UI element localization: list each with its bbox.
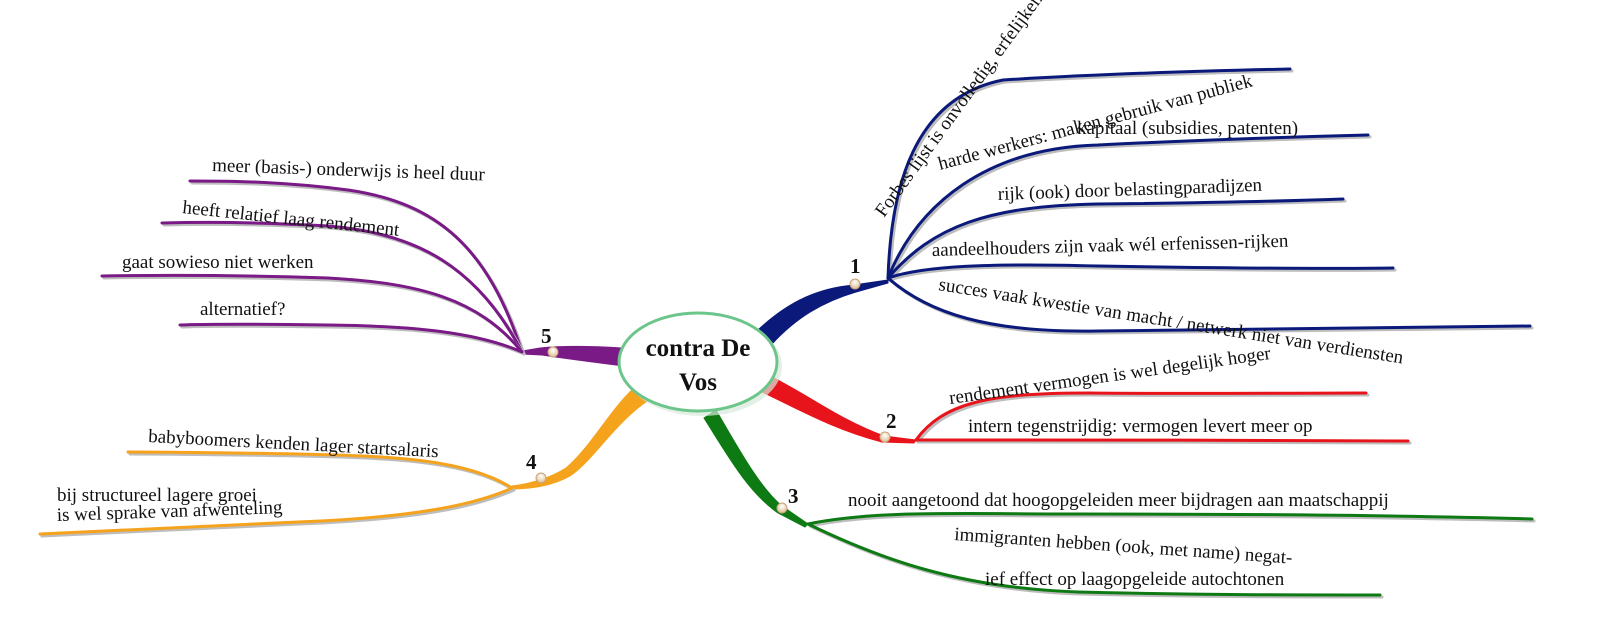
branch-3-sub-lines	[806, 511, 1536, 599]
central-topic-line-2: Vos	[679, 369, 717, 396]
branch-4-knob[interactable]	[535, 472, 547, 484]
branch-5-sub-lines	[100, 179, 526, 356]
branch-5: 5 meer (basis-) onderwijs is heel duur h…	[100, 155, 625, 367]
branch-2: 2 rendement vermogen is wel degelijk hog…	[761, 343, 1412, 445]
branch-5-item-4: alternatief?	[200, 299, 285, 320]
branch-5-trunk	[521, 346, 625, 367]
branch-3-item-2: immigranten hebben (ook, met name) negat…	[954, 524, 1293, 569]
branch-3-trunk	[703, 409, 809, 528]
branch-5-number: 5	[541, 324, 552, 348]
central-topic-bubble[interactable]	[617, 311, 779, 413]
branch-2-number: 2	[886, 409, 897, 433]
branch-5-item-2: heeft relatief laag rendement	[181, 197, 401, 241]
branch-3-knob[interactable]	[776, 502, 788, 514]
branch-3-item-1: nooit aangetoond dat hoogopgeleiden meer…	[848, 490, 1389, 511]
branch-1-sub-lines	[886, 67, 1534, 335]
branch-5-item-3: gaat sowieso niet werken	[122, 252, 314, 273]
branch-1-item-5: aandeelhouders zijn vaak wél erfenissen-…	[932, 231, 1290, 261]
branch-1: 1 Forbes lijst is onvolledig, erfelijken…	[757, 0, 1534, 369]
central-topic-line-1: contra De	[646, 335, 751, 362]
branch-1-number: 1	[850, 254, 861, 278]
branch-2-item-1: rendement vermogen is wel degelijk hoger	[948, 343, 1273, 409]
branch-1-item-3: kapitaal (subsidies, patenten)	[1077, 118, 1298, 139]
branch-2-knob[interactable]	[879, 431, 891, 443]
branch-2-sub-lines	[914, 391, 1412, 445]
branch-4-sub-lines	[38, 450, 516, 538]
central-topic[interactable]: contra De Vos	[617, 311, 782, 416]
branch-3-number: 3	[788, 484, 799, 508]
branch-2-trunk	[761, 375, 917, 444]
branch-3-item-3: ief effect op laagopgeleide autochtonen	[985, 569, 1285, 590]
branch-4-number: 4	[526, 450, 537, 474]
branch-4-item-2: bij structureel lagere groei	[57, 485, 257, 506]
branch-3: 3 nooit aangetoond dat hoogopgeleiden me…	[703, 409, 1536, 599]
branch-1-trunk	[757, 279, 889, 345]
branch-2-item-2: intern tegenstrijdig: vermogen levert me…	[968, 416, 1313, 437]
branch-1-item-4: rijk (ook) door belastingparadijzen	[997, 175, 1262, 205]
branch-5-knob[interactable]	[547, 346, 559, 358]
branch-1-item-6: succes vaak kwestie van macht / netwerk …	[937, 274, 1405, 368]
branch-4: 4 babyboomers kenden lager startsalaris …	[38, 387, 653, 538]
branch-1-knob[interactable]	[849, 278, 861, 290]
